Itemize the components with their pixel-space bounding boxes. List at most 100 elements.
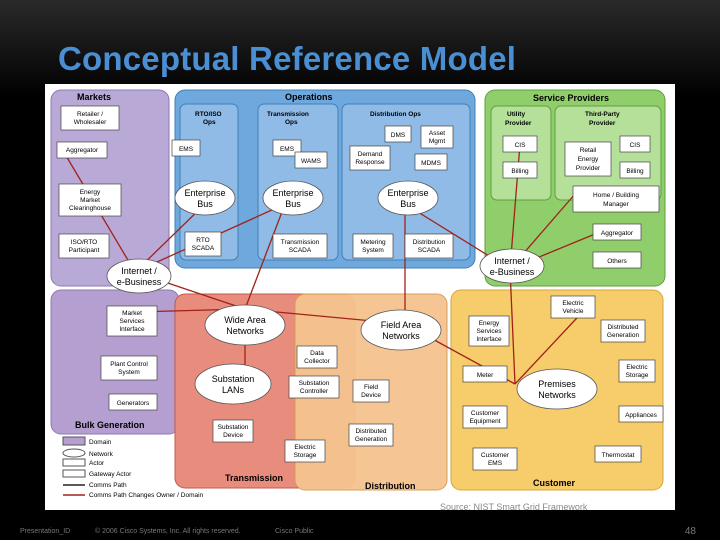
- node-elecstor: Electric: [294, 444, 316, 451]
- node-agg2: Aggregator: [601, 230, 634, 237]
- node-hbm-2: Manager: [603, 201, 629, 208]
- node-asset-2: Mgmt: [429, 138, 445, 145]
- legend-network: Network: [89, 451, 114, 458]
- sub-rto: RTO/ISO: [195, 111, 222, 118]
- node-iso: ISO/RTO: [71, 239, 98, 246]
- node-datacol-2: Collector: [304, 358, 330, 365]
- node-fielddev-2: Device: [361, 392, 381, 399]
- net-wan: Wide Area: [224, 315, 266, 325]
- node-distscada: Distribution: [413, 239, 446, 246]
- node-dms: DMS: [391, 132, 406, 139]
- net-ent3-2: Bus: [400, 199, 416, 209]
- label-markets: Markets: [77, 92, 111, 102]
- node-emc-3: Clearinghouse: [69, 205, 111, 212]
- reference-model-diagram: Markets Operations Service Providers Bul…: [45, 84, 675, 510]
- node-wams: WAMS: [301, 158, 322, 165]
- footer-copyright: © 2006 Cisco Systems, Inc. All rights re…: [95, 528, 241, 535]
- net-premises: Premises: [538, 379, 576, 389]
- label-transmission: Transmission: [225, 473, 283, 483]
- node-datacol: Data: [310, 350, 324, 357]
- node-rtoscada-2: SCADA: [192, 245, 215, 252]
- label-service: Service Providers: [533, 93, 609, 103]
- legend-actor: Actor: [89, 460, 105, 467]
- page-number: 48: [684, 526, 696, 537]
- node-esi-2: Services: [477, 328, 503, 335]
- net-inet1-2: e-Business: [117, 277, 162, 287]
- node-billing1: Billing: [511, 168, 529, 175]
- node-plant: Plant Control: [110, 361, 148, 368]
- legend-gateway: Gateway Actor: [89, 471, 132, 478]
- label-bulk: Bulk Generation: [75, 420, 145, 430]
- node-billing2: Billing: [626, 168, 644, 175]
- node-msi-2: Services: [120, 318, 146, 325]
- node-emc: Energy: [80, 189, 101, 196]
- node-meter: Meter: [477, 372, 494, 379]
- node-custems: Customer: [481, 452, 510, 459]
- footer-id: Presentation_ID: [20, 528, 71, 535]
- sub-utility-2: Provider: [505, 120, 532, 127]
- net-inet2-2: e-Business: [490, 267, 535, 277]
- sub-dist: Distribution Ops: [370, 111, 421, 118]
- node-demand-2: Response: [355, 159, 385, 166]
- node-subdev: Substation: [218, 424, 249, 431]
- node-subctrl-2: Controller: [300, 388, 329, 395]
- node-msi-3: Interface: [119, 326, 145, 333]
- net-ent2-2: Bus: [285, 199, 301, 209]
- legend-domain: Domain: [89, 439, 112, 446]
- node-asset: Asset: [429, 130, 445, 137]
- net-sublan: Substation: [212, 374, 255, 384]
- net-ent1: Enterprise: [184, 188, 225, 198]
- node-retail-3: Provider: [576, 165, 601, 172]
- node-distgen2: Distributed: [607, 324, 638, 331]
- footer-confidentiality: Cisco Public: [275, 528, 314, 535]
- node-metering-2: System: [362, 247, 384, 254]
- node-demand: Demand: [358, 151, 383, 158]
- legend-comms-change: Comms Path Changes Owner / Domain: [89, 492, 204, 499]
- net-inet1: Internet /: [121, 266, 157, 276]
- diagram-svg: Markets Operations Service Providers Bul…: [50, 89, 666, 499]
- node-elecstor-2: Storage: [294, 452, 317, 459]
- sub-third: Third-Party: [585, 111, 620, 118]
- net-fan: Field Area: [381, 320, 422, 330]
- sub-rto-2: Ops: [203, 119, 216, 126]
- label-distribution: Distribution: [365, 481, 416, 491]
- node-msi: Market: [122, 310, 142, 317]
- node-hbm: Home / Building: [593, 192, 639, 199]
- node-elecstor2-2: Storage: [626, 372, 649, 379]
- node-ev: Electric: [562, 300, 584, 307]
- node-esi: Energy: [479, 320, 500, 327]
- label-customer: Customer: [533, 478, 576, 488]
- node-subdev-2: Device: [223, 432, 243, 439]
- node-cis2: CIS: [630, 142, 642, 149]
- node-emc-2: Market: [80, 197, 100, 204]
- node-retailer-2: Wholesaler: [74, 119, 107, 126]
- node-iso-2: Participant: [69, 247, 100, 254]
- net-sublan-2: LANs: [222, 385, 245, 395]
- node-mdms: MDMS: [421, 160, 442, 167]
- node-custems-2: EMS: [488, 460, 503, 467]
- source-note: Source: NIST Smart Grid Framework: [440, 502, 588, 512]
- node-plant-2: System: [118, 369, 140, 376]
- sub-trans-2: Ops: [285, 119, 298, 126]
- node-fielddev: Field: [364, 384, 378, 391]
- node-others: Others: [607, 258, 627, 265]
- sub-utility: Utility: [507, 111, 525, 118]
- net-ent2: Enterprise: [272, 188, 313, 198]
- node-transscada: Transmission: [281, 239, 320, 246]
- node-ems1: EMS: [179, 146, 194, 153]
- net-fan-2: Networks: [382, 331, 420, 341]
- node-thermostat: Thermostat: [602, 452, 635, 459]
- node-custeq-2: Equipment: [469, 418, 500, 425]
- node-subctrl: Substation: [299, 380, 330, 387]
- net-premises-2: Networks: [538, 390, 576, 400]
- node-distscada-2: SCADA: [418, 247, 441, 254]
- node-aggregator: Aggregator: [66, 147, 99, 154]
- node-cis1: CIS: [515, 142, 527, 149]
- sub-third-2: Provider: [589, 120, 616, 127]
- node-retailer: Retailer /: [77, 111, 103, 118]
- page-title: Conceptual Reference Model: [58, 40, 517, 77]
- node-esi-3: Interface: [476, 336, 502, 343]
- net-wan-2: Networks: [226, 326, 264, 336]
- node-ems2: EMS: [280, 146, 295, 153]
